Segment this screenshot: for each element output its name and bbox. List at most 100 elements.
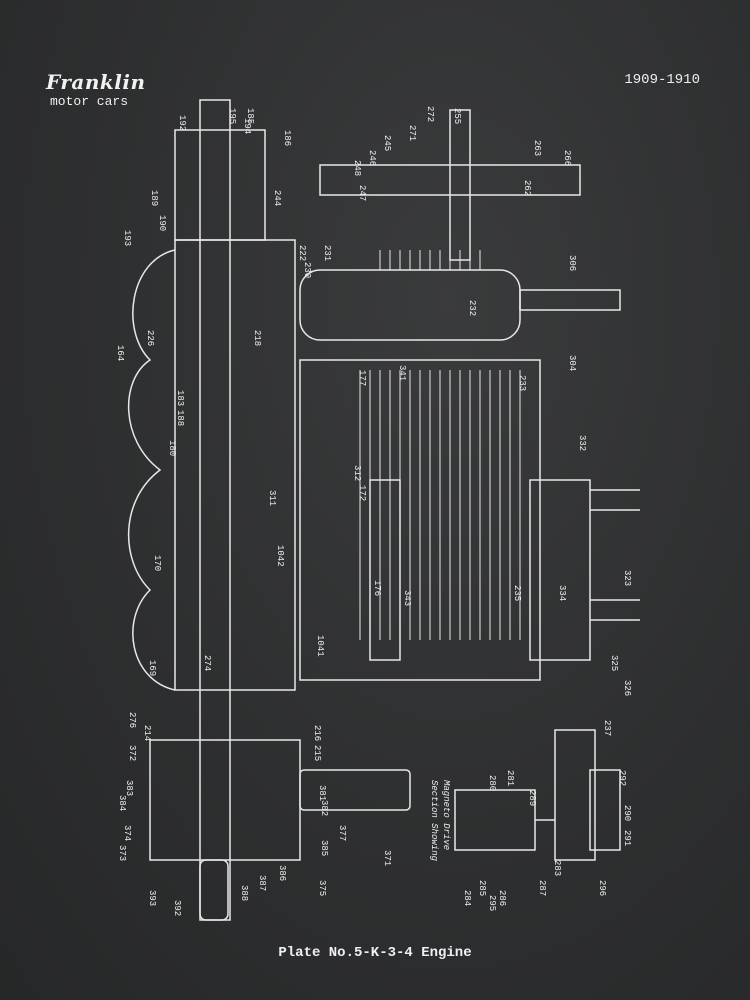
- part-label: 247: [357, 185, 367, 201]
- part-label: 291: [622, 830, 632, 846]
- part-label: 266: [562, 150, 572, 166]
- part-label: 373: [117, 845, 127, 861]
- part-label: 325: [609, 655, 619, 671]
- part-label: 1042: [275, 545, 285, 567]
- part-label: 255: [452, 108, 462, 124]
- part-label: 284: [462, 890, 472, 906]
- detail-caption-line1: Section Showing: [429, 780, 439, 862]
- part-label: 393: [147, 890, 157, 906]
- part-label: 311: [267, 490, 277, 506]
- part-label: 172: [357, 485, 367, 501]
- upper-cylinder: [299, 269, 521, 341]
- part-label: 281: [505, 770, 515, 786]
- part-label: 176: [372, 580, 382, 596]
- spark-plug: [519, 289, 621, 311]
- part-label: 372: [127, 745, 137, 761]
- part-label: 382: [319, 800, 329, 816]
- part-label: 193: [122, 230, 132, 246]
- part-label: 280: [487, 775, 497, 791]
- part-label: 248: [352, 160, 362, 176]
- part-label: 189: [149, 190, 159, 206]
- crankshaft-housing: [174, 239, 296, 691]
- part-label: 387: [257, 875, 267, 891]
- part-label: 235: [512, 585, 522, 601]
- valve-rod: [449, 109, 471, 261]
- part-label: 287: [537, 880, 547, 896]
- part-label: 292: [617, 770, 627, 786]
- part-label: 169: [147, 660, 157, 676]
- part-label: 323: [622, 570, 632, 586]
- part-label: 222: [297, 245, 307, 261]
- part-label: 1041: [315, 635, 325, 657]
- part-label: 289: [527, 790, 537, 806]
- part-label: 194: [242, 118, 252, 134]
- year-range: 1909-1910: [624, 72, 700, 88]
- part-label: 283: [552, 860, 562, 876]
- part-label: 177: [357, 370, 367, 386]
- part-label: 262: [522, 180, 532, 196]
- part-label: 343: [402, 590, 412, 606]
- magneto-drive-detail: [454, 729, 621, 861]
- part-label: 341: [397, 365, 407, 381]
- part-label: 246: [367, 150, 377, 166]
- part-label: 392: [172, 900, 182, 916]
- brand-logo: Franklin: [46, 70, 146, 94]
- cylinder-block: [299, 359, 541, 681]
- part-label: 185: [245, 108, 255, 124]
- part-label: 180: [167, 440, 177, 456]
- part-label: 274: [202, 655, 212, 671]
- part-label: 230: [302, 262, 312, 278]
- part-label: 188: [175, 410, 185, 426]
- magneto-shaft: [369, 479, 401, 661]
- part-label: 388: [239, 885, 249, 901]
- part-label: 332: [577, 435, 587, 451]
- part-label: 215: [312, 745, 322, 761]
- part-label: 374: [122, 825, 132, 841]
- part-label: 377: [337, 825, 347, 841]
- drive-shaft: [299, 769, 411, 811]
- part-label: 237: [602, 720, 612, 736]
- part-label: 285: [477, 880, 487, 896]
- exhaust-pipes: [590, 489, 640, 621]
- part-label: 218: [252, 330, 262, 346]
- part-label: 384: [117, 795, 127, 811]
- part-label: 385: [319, 840, 329, 856]
- part-label: 244: [272, 190, 282, 206]
- upper-gear-housing: [174, 129, 266, 241]
- part-label: 386: [277, 865, 287, 881]
- part-label: 326: [622, 680, 632, 696]
- part-label: 290: [622, 805, 632, 821]
- part-label: 375: [317, 880, 327, 896]
- part-label: 295: [487, 895, 497, 911]
- part-label: 216: [312, 725, 322, 741]
- part-label: 231: [322, 245, 332, 261]
- part-label: 190: [157, 215, 167, 231]
- part-label: 371: [382, 850, 392, 866]
- part-label: 312: [352, 465, 362, 481]
- part-label: 381: [317, 785, 327, 801]
- part-label: 245: [382, 135, 392, 151]
- part-label: 164: [115, 345, 125, 361]
- cam-box: [529, 479, 591, 661]
- lower-gear-housing: [149, 739, 301, 861]
- part-label: 192: [177, 115, 187, 131]
- part-label: 195: [227, 108, 237, 124]
- detail-caption-line2: Magneto Drive: [441, 780, 451, 850]
- part-label: 286: [497, 890, 507, 906]
- part-label: 233: [517, 375, 527, 391]
- plate-caption: Plate No.5-K-3-4 Engine: [278, 945, 472, 961]
- part-label: 263: [532, 140, 542, 156]
- part-label: 334: [557, 585, 567, 601]
- crankshaft: [199, 99, 231, 921]
- brand-subtitle: motor cars: [50, 94, 129, 109]
- crankcase-outline: [127, 249, 176, 691]
- part-label: 170: [152, 555, 162, 571]
- part-label: 306: [567, 255, 577, 271]
- cooling-fins: [359, 250, 521, 640]
- part-label: 272: [425, 106, 435, 122]
- part-label: 271: [407, 125, 417, 141]
- part-label: 276: [127, 712, 137, 728]
